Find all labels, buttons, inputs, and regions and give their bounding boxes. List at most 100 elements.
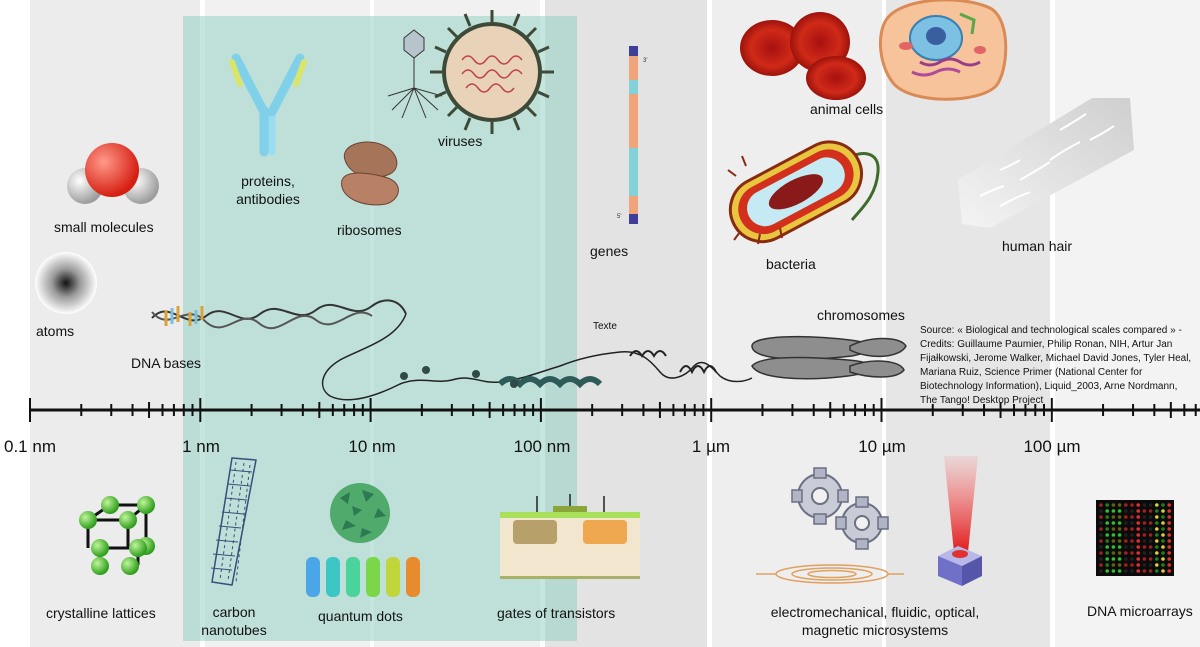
microarray-spot [1155, 569, 1159, 573]
microarray-spot [1099, 569, 1103, 573]
microarray-spot [1130, 509, 1134, 513]
animal-cell-icon [879, 0, 1008, 101]
microarray-spot [1124, 539, 1128, 543]
microarray-spot [1155, 539, 1159, 543]
microarray-spot [1148, 515, 1153, 519]
quantum-dot-icon [306, 483, 420, 597]
microarray-spot [1136, 557, 1140, 561]
microarray-spot [1130, 563, 1134, 567]
svg-text:3': 3' [643, 58, 647, 64]
label-dna-bases: DNA bases [131, 355, 202, 371]
microarray-spot [1155, 503, 1159, 507]
label-gates-of-transistors: gates of transistors [497, 605, 616, 621]
svg-text:5': 5' [617, 214, 621, 220]
microarray-spot [1105, 509, 1109, 513]
microarray-spot [1136, 509, 1140, 513]
microarray-spot [1124, 551, 1128, 555]
microarray-spot [1161, 569, 1165, 573]
microarray-spot [1124, 503, 1128, 507]
microarray-spot [1148, 569, 1153, 573]
microarray-spot [1124, 563, 1128, 567]
label-carbon-nanotubes: carbon nanotubes [201, 604, 267, 638]
microarray-spot [1117, 515, 1122, 519]
microarray-spot [1161, 539, 1165, 543]
microarray-spot [1142, 551, 1147, 555]
crystal-lattice-icon [79, 496, 155, 575]
microarray-spot [1142, 557, 1147, 561]
microarray-spot [1130, 539, 1134, 543]
microarray-spot [1105, 557, 1109, 561]
gene-strip-icon: 3' 5' [617, 46, 647, 224]
bacterium-icon [727, 140, 880, 245]
microarray-spot [1111, 569, 1116, 573]
microarray-spot [1167, 545, 1171, 549]
label-proteins: proteins, antibodies [236, 173, 300, 207]
microarray-spot [1099, 527, 1103, 531]
microarray-spot [1167, 527, 1171, 531]
microarray-spot [1142, 569, 1147, 573]
microarray-spot [1155, 515, 1159, 519]
label-bacteria: bacteria [766, 256, 816, 272]
label-human-hair: human hair [1002, 238, 1073, 254]
microarray-spot [1167, 515, 1171, 519]
microarray-spot [1136, 503, 1140, 507]
microarray-icon [1096, 500, 1174, 576]
microarray-spot [1117, 563, 1122, 567]
microarray-spot [1099, 503, 1103, 507]
microarray-spot [1142, 539, 1147, 543]
microarray-spot [1105, 515, 1109, 519]
microarray-spot [1105, 563, 1109, 567]
label-crystalline-lattices: crystalline lattices [46, 605, 156, 621]
chromosome-icon [751, 335, 907, 380]
microarray-spot [1124, 533, 1128, 537]
microarray-spot [1105, 503, 1109, 507]
dna-helix-icon [151, 299, 753, 401]
microarray-spot [1105, 545, 1109, 549]
microarray-spot [1099, 551, 1103, 555]
microarray-spot [1130, 503, 1134, 507]
microarray-spot [1148, 527, 1153, 531]
microarray-spot [1111, 527, 1116, 531]
microarray-spot [1142, 533, 1147, 537]
microarray-spot [1124, 557, 1128, 561]
microarray-spot [1099, 539, 1103, 543]
microarray-spot [1167, 557, 1171, 561]
microarray-spot [1117, 539, 1122, 543]
microarray-spot [1099, 533, 1103, 537]
microarray-spot [1155, 545, 1159, 549]
microarray-spot [1142, 515, 1147, 519]
label-texte: Texte [593, 321, 617, 332]
microarray-spot [1111, 509, 1116, 513]
microarray-spot [1136, 521, 1140, 525]
microarray-spot [1142, 503, 1147, 507]
tick-label-100um: 100 µm [1023, 437, 1081, 456]
microarray-spot [1142, 521, 1147, 525]
gear-icon [756, 467, 904, 584]
microarray-spot [1117, 527, 1122, 531]
antibody-icon [229, 53, 307, 157]
microarray-spot [1161, 545, 1165, 549]
microarray-spot [1105, 539, 1109, 543]
microarray-spot [1111, 533, 1116, 537]
label-atoms: atoms [36, 323, 75, 339]
microarray-spot [1117, 545, 1122, 549]
microarray-spot [1148, 509, 1153, 513]
microarray-spot [1155, 557, 1159, 561]
tick-label-100nm: 100 nm [513, 437, 571, 456]
microarray-spot [1167, 503, 1171, 507]
microarray-spot [1130, 551, 1134, 555]
microarray-spot [1117, 509, 1122, 513]
label-chromosomes: chromosomes [817, 307, 905, 323]
microarray-spot [1130, 521, 1134, 525]
tick-label-10um: 10 µm [858, 437, 906, 456]
microarray-spot [1124, 509, 1128, 513]
laser-icon [938, 456, 982, 586]
label-animal-cells: animal cells [810, 101, 884, 117]
microarray-spot [1124, 545, 1128, 549]
microarray-spot [1130, 569, 1134, 573]
microarray-spot [1167, 563, 1171, 567]
microarray-spot [1105, 569, 1109, 573]
label-viruses: viruses [438, 133, 483, 149]
